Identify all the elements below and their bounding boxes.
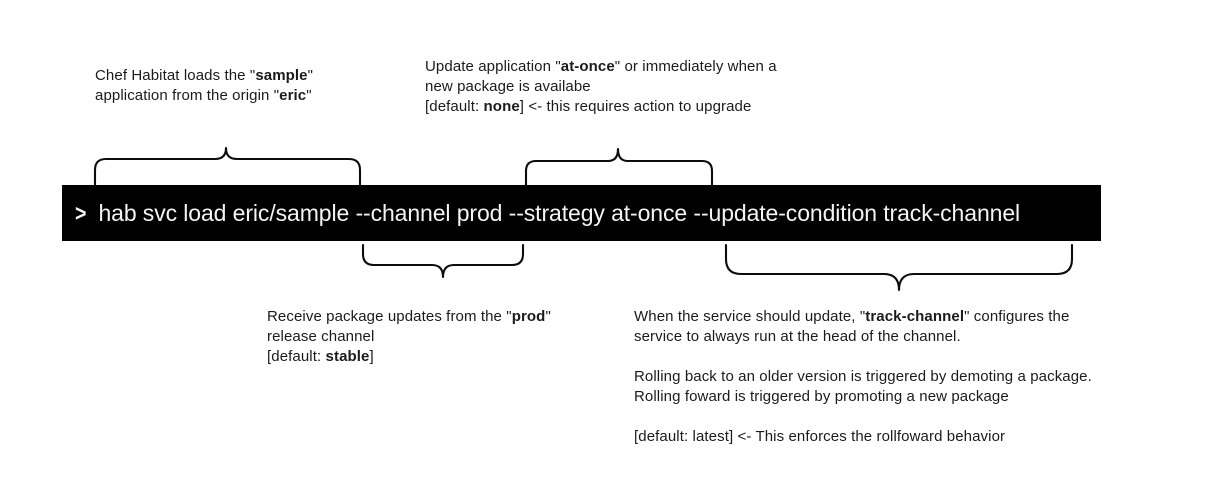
annotation-line: release channel — [267, 328, 375, 345]
annotation-update-condition-text: When the service should update, "track-c… — [634, 307, 1134, 447]
annotation-line: [default: none] <- this requires action … — [425, 98, 752, 115]
brace-pointing-up-strategy — [524, 147, 714, 188]
annotation-line — [634, 347, 1134, 367]
annotation-line: Chef Habitat loads the "sample" — [95, 67, 314, 84]
annotation-line: new package is availabe — [425, 78, 591, 95]
brace-pointing-down-channel — [361, 243, 525, 279]
annotation-channel-text: Receive package updates from the "prod" r… — [267, 307, 597, 367]
command-line-text: hab svc load eric/sample --channel prod … — [98, 199, 1021, 226]
annotation-strategy-text: Update application "at-once" or immediat… — [425, 57, 895, 117]
annotation-line: Rolling back to an older version is trig… — [634, 368, 1092, 385]
terminal-command-bar[interactable]: > hab svc load eric/sample --channel pro… — [62, 185, 1101, 241]
brace-pointing-down-update-condition — [724, 243, 1074, 292]
annotation-line: application from the origin "eric" — [95, 87, 312, 104]
annotation-line: When the service should update, "track-c… — [634, 308, 1070, 325]
chevron-right-prompt-icon: > — [75, 199, 87, 226]
annotation-origin-text: Chef Habitat loads the "sample" applicati… — [95, 66, 395, 106]
annotation-line: Receive package updates from the "prod" — [267, 308, 551, 325]
annotation-line: Rolling foward is triggered by promoting… — [634, 388, 1009, 405]
brace-pointing-up-origin — [93, 146, 362, 188]
annotation-line: [default: stable] — [267, 348, 374, 365]
annotation-line — [634, 407, 1134, 427]
annotation-line: Update application "at-once" or immediat… — [425, 58, 777, 75]
annotation-line: service to always run at the head of the… — [634, 328, 961, 345]
annotation-line: [default: latest] <- This enforces the r… — [634, 428, 1006, 445]
